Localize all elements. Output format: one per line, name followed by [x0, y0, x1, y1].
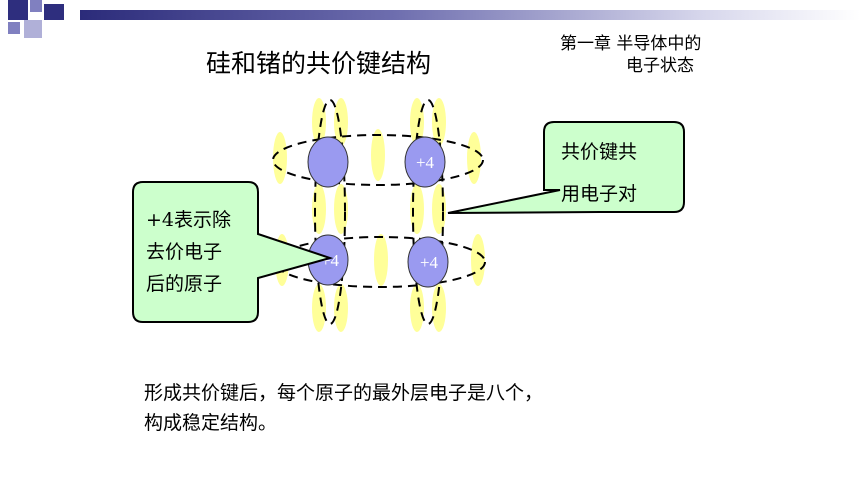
bond-electron — [432, 284, 446, 332]
bond-electron — [371, 129, 385, 181]
callout-right-line: 用电子对 — [561, 183, 638, 205]
bond-electron — [410, 284, 424, 332]
orbit-row-1 — [272, 134, 484, 186]
bond-electron — [432, 98, 446, 146]
callout-left-bubble — [132, 181, 334, 323]
orbit-col-1 — [314, 99, 346, 325]
caption-line: 构成稳定结构。 — [144, 412, 278, 434]
atom — [404, 136, 446, 188]
bond-electron — [312, 98, 326, 146]
orbit-row-2 — [274, 236, 486, 288]
slide-title: 硅和锗的共价键结构 — [206, 49, 432, 78]
atom — [307, 136, 349, 188]
bond-electron — [312, 284, 326, 332]
callout-right-text: 共价键共 用电子对 — [561, 131, 637, 215]
atoms — [307, 136, 449, 288]
bond-orbits — [272, 99, 486, 325]
atom-label: +4 — [416, 153, 435, 172]
corner-square-4 — [8, 22, 20, 34]
atom-label: +4 — [420, 253, 439, 272]
caption-text: 形成共价键后，每个原子的最外层电子是八个， 构成稳定结构。 — [144, 378, 543, 438]
corner-square-2 — [30, 0, 42, 12]
atom — [407, 236, 449, 288]
callout-left-line: 后的原子 — [146, 273, 223, 295]
corner-square-3 — [44, 4, 64, 20]
callout-right-line: 共价键共 — [561, 141, 638, 163]
bond-electron — [374, 234, 388, 286]
callout-left-line: 去价电子 — [146, 241, 223, 263]
chapter-line-1: 第一章 半导体中的 — [560, 34, 702, 54]
callout-left-text: +4表示除 去价电子 后的原子 — [146, 204, 231, 300]
orbit-col-2 — [412, 99, 444, 325]
bond-electron — [273, 132, 287, 184]
caption-line: 形成共价键后，每个原子的最外层电子是八个， — [144, 382, 544, 404]
bond-electron — [410, 98, 424, 146]
callout-left-line: +4表示除 — [146, 209, 232, 231]
corner-square-5 — [24, 20, 42, 38]
bond-electron — [334, 284, 348, 332]
bond-electron — [471, 234, 485, 286]
bond-electron — [334, 98, 348, 146]
chapter-line-2: 电子状态 — [626, 56, 694, 76]
bond-electrons — [273, 98, 485, 332]
header-gradient-bar — [80, 10, 860, 20]
atom-labels: +4 +4 +4 — [321, 153, 439, 272]
corner-square-1 — [8, 0, 28, 20]
chapter-label: 第一章 半导体中的 电子状态 — [560, 33, 701, 77]
bond-electron — [467, 132, 481, 184]
callout-right-bubble — [447, 121, 685, 214]
